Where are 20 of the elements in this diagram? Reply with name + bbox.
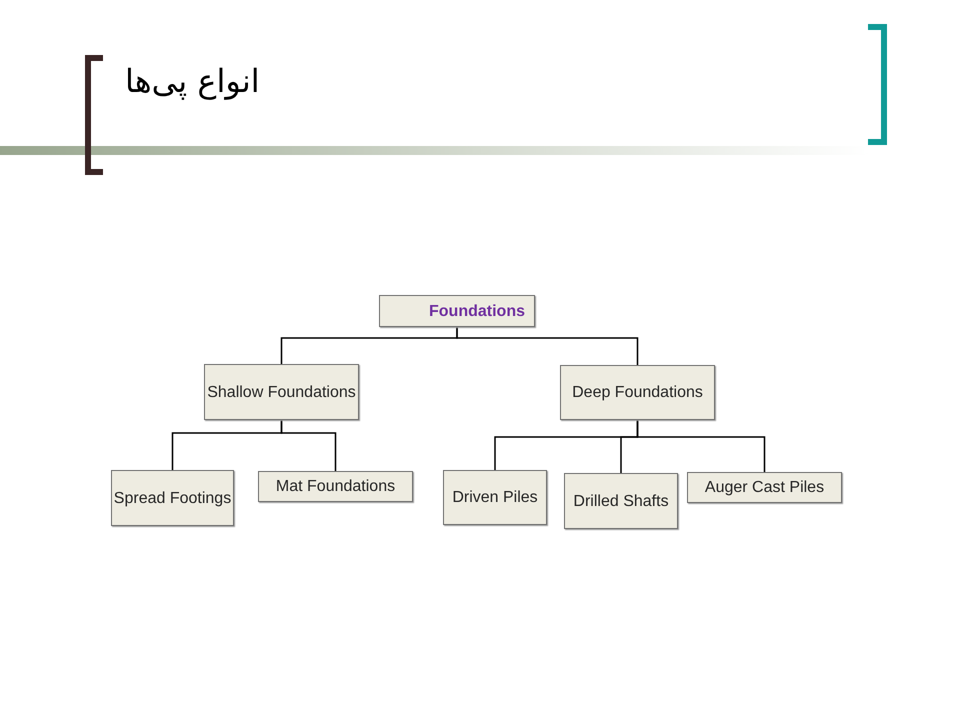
box-label: Drilled Shafts xyxy=(573,492,669,512)
category-box xyxy=(687,472,842,503)
category-box xyxy=(564,473,678,529)
box-label: Deep Foundations xyxy=(572,383,703,403)
box-label: Foundations xyxy=(428,302,525,322)
box-label: Spread Footings xyxy=(114,488,232,508)
box-label: Shallow Foundations xyxy=(207,382,356,402)
category-box xyxy=(258,471,413,502)
connector-line xyxy=(636,420,766,472)
box-label: Driven Piles xyxy=(452,488,538,508)
category-box xyxy=(204,364,359,420)
category-box xyxy=(111,470,234,526)
category-box xyxy=(379,295,535,327)
box-label: Auger Cast Piles xyxy=(704,478,824,498)
category-box xyxy=(443,470,547,525)
connector-line xyxy=(280,420,336,471)
category-box xyxy=(560,365,715,420)
box-label: Mat Foundations xyxy=(276,477,396,497)
title: انواع پی‌ها xyxy=(125,62,260,100)
connector-line xyxy=(456,327,638,365)
